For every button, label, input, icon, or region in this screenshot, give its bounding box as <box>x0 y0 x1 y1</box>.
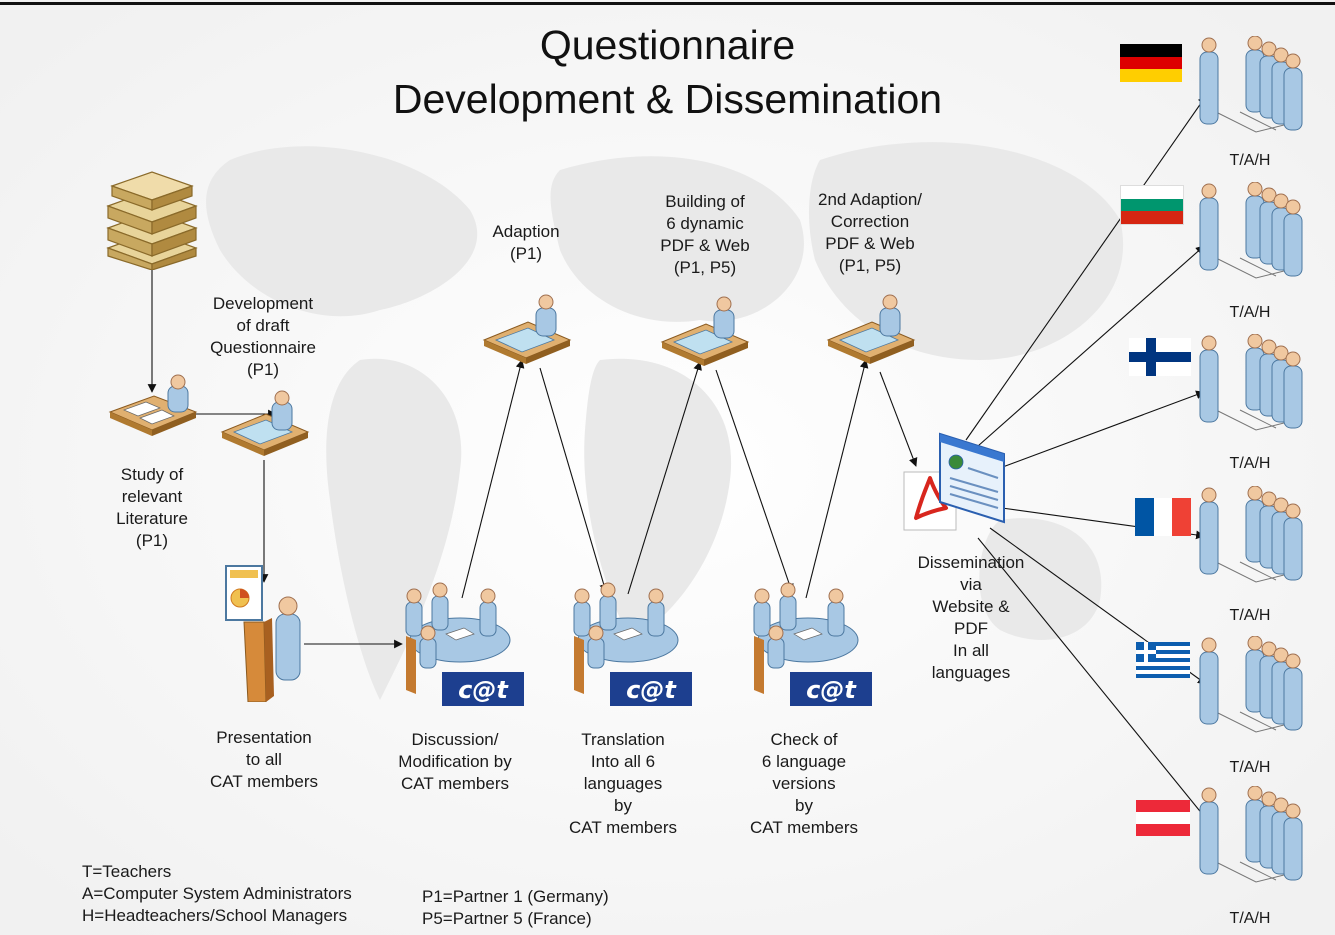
legend-headteachers: H=Headteachers/School Managers <box>82 906 348 925</box>
title-line-2: Development & Dissemination <box>392 76 943 122</box>
arrow-to-finland <box>999 390 1205 469</box>
audience-group-austria <box>1199 786 1303 883</box>
adaption-desk-icon <box>482 294 572 364</box>
flag-bulgaria <box>1120 185 1184 225</box>
arrow-translation-to-building <box>627 361 702 595</box>
building-desk-icon <box>660 296 750 366</box>
arrow-building-to-check <box>715 369 794 593</box>
audience-group-greece <box>1199 636 1303 733</box>
flag-france <box>1135 498 1192 536</box>
arrow-to-austria <box>977 537 1213 827</box>
check-meeting-icon: c@t <box>753 582 872 706</box>
audience-label-finland: T/A/H <box>1229 455 1271 472</box>
draft-desk-icon <box>220 390 310 456</box>
arrow-check-to-adaption2 <box>805 359 869 599</box>
audience-group-france <box>1199 486 1303 583</box>
audience-group-germany <box>1199 36 1303 133</box>
audience-label-austria: T/A/H <box>1229 910 1271 927</box>
adaption2-desk-icon <box>826 294 916 364</box>
audience-group-finland <box>1199 334 1303 431</box>
arrow-adaption2-to-dissemination <box>879 371 918 467</box>
legend-teachers: T=Teachers <box>82 862 172 881</box>
arrow-to-bulgaria <box>977 245 1205 447</box>
legend-partner-5: P5=Partner 5 (France) <box>422 909 592 928</box>
legend-partner-1: P1=Partner 1 (Germany) <box>422 887 609 906</box>
svg-text:c@t: c@t <box>806 676 857 704</box>
arrow-adaption-to-translation <box>539 367 608 593</box>
presentation-icon <box>225 565 301 702</box>
flag-germany <box>1120 44 1182 82</box>
title-line-1: Questionnaire <box>539 22 796 68</box>
legend-admins: A=Computer System Administrators <box>82 884 352 903</box>
flag-greece <box>1136 642 1190 678</box>
books-icon <box>106 171 198 270</box>
audience-label-germany: T/A/H <box>1229 152 1271 169</box>
flag-finland <box>1129 338 1191 376</box>
roles-legend: T=Teachers A=Computer System Administrat… <box>82 861 352 927</box>
adaption-label: Adaption(P1) <box>492 222 560 263</box>
arrow-discussion-to-adaption <box>461 359 525 599</box>
arrow-to-germany <box>965 95 1207 441</box>
translation-meeting-icon: c@t <box>573 582 692 706</box>
flag-austria <box>1136 800 1190 836</box>
pdf-website-icon <box>903 432 1005 531</box>
svg-text:c@t: c@t <box>458 676 509 704</box>
audience-label-greece: T/A/H <box>1229 759 1271 776</box>
svg-text:c@t: c@t <box>626 676 677 704</box>
audience-label-france: T/A/H <box>1229 607 1271 624</box>
audience-group-bulgaria <box>1199 182 1303 279</box>
discussion-meeting-icon: c@t <box>405 582 524 706</box>
study-desk-icon <box>108 374 198 436</box>
partners-legend: P1=Partner 1 (Germany) P5=Partner 5 (Fra… <box>422 886 609 930</box>
audience-label-bulgaria: T/A/H <box>1229 304 1271 321</box>
